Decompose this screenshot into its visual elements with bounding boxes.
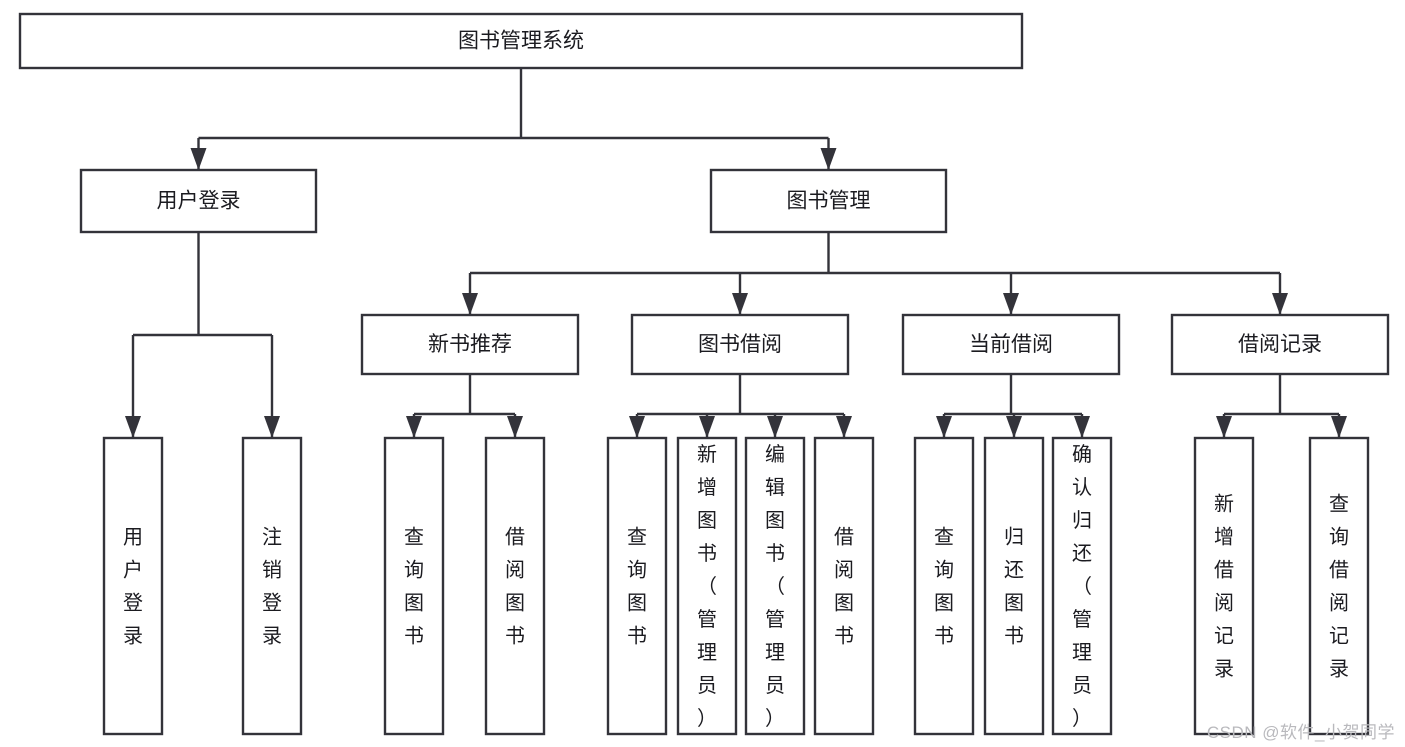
node-current-borrow[interactable]: 当前借阅	[901, 313, 1121, 376]
node-box-leaf-query-book-3[interactable]	[913, 436, 975, 736]
node-box-book-manage[interactable]	[709, 168, 948, 234]
connector-edges	[125, 68, 1347, 438]
arrow-head	[1074, 416, 1090, 438]
node-box-leaf-add-record[interactable]	[1193, 436, 1255, 736]
node-box-leaf-query-record[interactable]	[1308, 436, 1370, 736]
node-label-leaf-edit-book: 编辑图书（管理员）	[765, 443, 785, 730]
arrow-head	[699, 416, 715, 438]
node-leaf-confirm-return[interactable]: 确认归还（管理员）	[1051, 436, 1113, 736]
node-leaf-add-record[interactable]: 新增借阅记录	[1193, 436, 1255, 736]
node-root[interactable]: 图书管理系统	[18, 12, 1024, 70]
arrow-head	[629, 416, 645, 438]
node-box-borrow-record[interactable]	[1170, 313, 1390, 376]
node-label-leaf-add-book: 新增图书（管理员）	[697, 443, 717, 730]
node-box-leaf-confirm-return[interactable]	[1051, 436, 1113, 736]
node-box-leaf-edit-book[interactable]	[744, 436, 806, 736]
node-leaf-query-record[interactable]: 查询借阅记录	[1308, 436, 1370, 736]
arrow-head	[1272, 293, 1288, 315]
node-label-user-login: 用户登录	[157, 190, 241, 213]
arrow-head	[732, 293, 748, 315]
node-box-leaf-borrow-book-1[interactable]	[484, 436, 546, 736]
arrow-head	[936, 416, 952, 438]
node-new-book-recommend[interactable]: 新书推荐	[360, 313, 580, 376]
node-box-leaf-query-book-1[interactable]	[383, 436, 445, 736]
node-label-leaf-query-book-1: 查询图书	[404, 526, 424, 648]
node-box-leaf-add-book[interactable]	[676, 436, 738, 736]
node-user-login[interactable]: 用户登录	[79, 168, 318, 234]
node-leaf-query-book-1[interactable]: 查询图书	[383, 436, 445, 736]
node-box-user-login[interactable]	[79, 168, 318, 234]
arrow-head	[836, 416, 852, 438]
node-leaf-query-book-3[interactable]: 查询图书	[913, 436, 975, 736]
arrow-head	[1006, 416, 1022, 438]
node-label-leaf-return-book: 归还图书	[1004, 526, 1024, 648]
node-box-root[interactable]	[18, 12, 1024, 70]
node-leaf-add-book[interactable]: 新增图书（管理员）	[676, 436, 738, 736]
node-label-book-borrow: 图书借阅	[698, 333, 782, 356]
node-book-borrow[interactable]: 图书借阅	[630, 313, 850, 376]
node-label-leaf-user-login: 用户登录	[123, 527, 143, 648]
node-label-leaf-query-book-3: 查询图书	[934, 526, 954, 648]
arrow-head	[462, 293, 478, 315]
node-label-leaf-query-book-2: 查询图书	[627, 526, 647, 648]
node-book-manage[interactable]: 图书管理	[709, 168, 948, 234]
node-box-leaf-return-book[interactable]	[983, 436, 1045, 736]
arrow-head	[507, 416, 523, 438]
node-label-leaf-add-record: 新增借阅记录	[1214, 493, 1234, 681]
arrow-head	[767, 416, 783, 438]
node-label-book-manage: 图书管理	[787, 190, 871, 213]
node-label-current-borrow: 当前借阅	[969, 333, 1053, 356]
arrow-head	[1003, 293, 1019, 315]
arrow-head	[1331, 416, 1347, 438]
arrow-head	[264, 416, 280, 438]
node-box-leaf-query-book-2[interactable]	[606, 436, 668, 736]
node-label-borrow-record: 借阅记录	[1238, 333, 1322, 356]
node-leaf-user-login[interactable]: 用户登录	[102, 436, 164, 736]
node-leaf-edit-book[interactable]: 编辑图书（管理员）	[744, 436, 806, 736]
node-box-leaf-user-login[interactable]	[102, 436, 164, 736]
node-label-leaf-user-logout: 注销登录	[262, 526, 282, 648]
node-box-current-borrow[interactable]	[901, 313, 1121, 376]
node-label-leaf-borrow-book-1: 借阅图书	[505, 526, 525, 648]
node-leaf-borrow-book-1[interactable]: 借阅图书	[484, 436, 546, 736]
node-label-leaf-query-record: 查询借阅记录	[1329, 493, 1349, 681]
csdn-watermark: CSDN @软件_小贺同学	[1206, 723, 1395, 742]
node-box-new-book-recommend[interactable]	[360, 313, 580, 376]
node-box-leaf-borrow-book-2[interactable]	[813, 436, 875, 736]
node-leaf-borrow-book-2[interactable]: 借阅图书	[813, 436, 875, 736]
arrow-head	[820, 148, 837, 170]
node-leaf-user-logout[interactable]: 注销登录	[241, 436, 303, 736]
node-leaf-return-book[interactable]: 归还图书	[983, 436, 1045, 736]
node-box-book-borrow[interactable]	[630, 313, 850, 376]
node-leaf-query-book-2[interactable]: 查询图书	[606, 436, 668, 736]
node-label-leaf-confirm-return: 确认归还（管理员）	[1072, 443, 1092, 730]
arrow-head	[1216, 416, 1232, 438]
node-label-root: 图书管理系统	[458, 30, 584, 53]
node-label-new-book-recommend: 新书推荐	[428, 333, 512, 356]
arrow-head	[406, 416, 422, 438]
node-borrow-record[interactable]: 借阅记录	[1170, 313, 1390, 376]
arrow-head	[125, 416, 141, 438]
node-box-leaf-user-logout[interactable]	[241, 436, 303, 736]
node-boxes: 图书管理系统用户登录图书管理新书推荐图书借阅当前借阅借阅记录用户登录注销登录查询…	[18, 12, 1390, 736]
arrow-head	[190, 148, 207, 170]
node-label-leaf-borrow-book-2: 借阅图书	[834, 526, 854, 648]
